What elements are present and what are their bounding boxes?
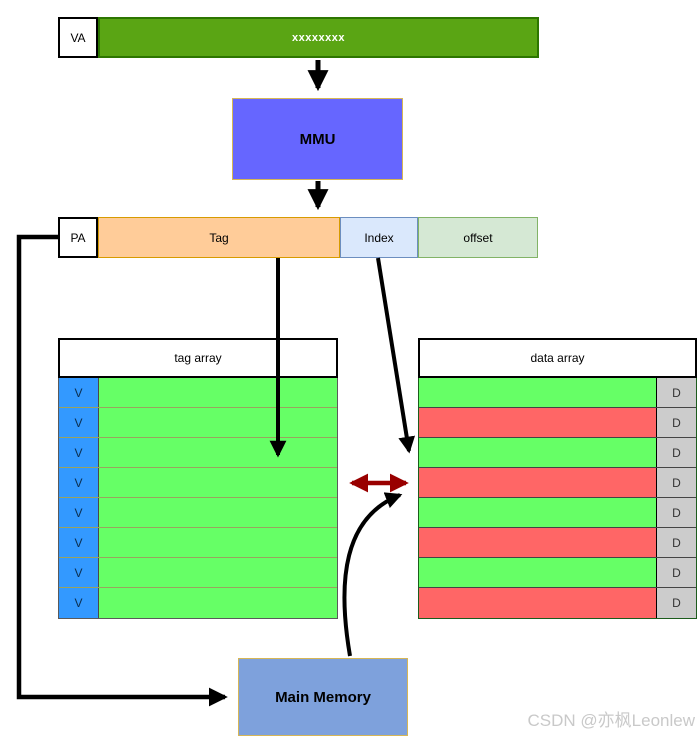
data-entry-cell: [419, 498, 656, 527]
dirty-bit-cell: D: [656, 468, 696, 497]
dirty-bit-cell: D: [656, 558, 696, 587]
tag-entry-cell: [99, 558, 337, 587]
valid-bit-cell: V: [59, 438, 99, 467]
valid-bit-cell: V: [59, 588, 99, 618]
main-memory-box: Main Memory: [238, 658, 408, 736]
dirty-bit-cell: D: [656, 528, 696, 557]
pa-label: PA: [70, 230, 86, 245]
valid-bit-cell: V: [59, 528, 99, 557]
dirty-bit-cell: D: [656, 588, 696, 618]
tag-array-row: V: [59, 558, 337, 588]
pa-offset-field: offset: [418, 217, 538, 258]
dirty-bit-cell: D: [656, 408, 696, 437]
tag-array-row: V: [59, 498, 337, 528]
pa-index-field: Index: [340, 217, 418, 258]
dirty-bit-cell: D: [656, 378, 696, 407]
tag-entry-cell: [99, 438, 337, 467]
data-array-row: D: [419, 438, 696, 468]
tag-array-row: V: [59, 588, 337, 618]
data-entry-cell: [419, 528, 656, 557]
data-array-row: D: [419, 498, 696, 528]
tag-entry-cell: [99, 498, 337, 527]
virtual-address-bar: xxxxxxxx: [98, 17, 539, 58]
data-array-row: D: [419, 408, 696, 438]
tag-entry-cell: [99, 408, 337, 437]
tag-array-row: V: [59, 408, 337, 438]
tag-entry-cell: [99, 528, 337, 557]
mmu-box: MMU: [232, 98, 403, 180]
valid-bit-cell: V: [59, 498, 99, 527]
data-array-row: D: [419, 528, 696, 558]
watermark-text: CSDN @亦枫Leonlew: [527, 711, 695, 730]
mmu-label: MMU: [299, 130, 336, 148]
offset-field-label: offset: [463, 230, 493, 245]
dirty-bit-cell: D: [656, 438, 696, 467]
tag-array-row: V: [59, 528, 337, 558]
va-label-box: VA: [58, 17, 98, 58]
tag-array-row: V: [59, 468, 337, 498]
tag-array-header: tag array: [58, 338, 338, 378]
tag-field-label: Tag: [209, 230, 229, 245]
data-entry-cell: [419, 588, 656, 618]
valid-bit-cell: V: [59, 378, 99, 407]
main-memory-to-data-array-arrow: [342, 492, 403, 657]
data-entry-cell: [419, 558, 656, 587]
data-entry-cell: [419, 408, 656, 437]
data-array-row: D: [419, 558, 696, 588]
data-array-row: D: [419, 588, 696, 618]
valid-bit-cell: V: [59, 558, 99, 587]
index-to-data-array-arrow: [376, 257, 416, 454]
tag-entry-cell: [99, 588, 337, 618]
pa-label-box: PA: [58, 217, 98, 258]
data-array-row: D: [419, 378, 696, 408]
data-array-title: data array: [530, 351, 585, 365]
main-memory-label: Main Memory: [275, 688, 371, 706]
va-bar-text: xxxxxxxx: [292, 31, 345, 44]
tag-entry-cell: [99, 468, 337, 497]
index-field-label: Index: [364, 230, 394, 245]
va-label: VA: [70, 30, 86, 45]
data-entry-cell: [419, 438, 656, 467]
tag-array-title: tag array: [174, 351, 222, 365]
pa-tag-field: Tag: [98, 217, 340, 258]
data-entry-cell: [419, 468, 656, 497]
valid-bit-cell: V: [59, 468, 99, 497]
tag-entry-cell: [99, 378, 337, 407]
dirty-bit-cell: D: [656, 498, 696, 527]
tag-array-row: V: [59, 438, 337, 468]
data-array-header: data array: [418, 338, 697, 378]
data-array-row: D: [419, 468, 696, 498]
tag-array-row: V: [59, 378, 337, 408]
data-entry-cell: [419, 378, 656, 407]
valid-bit-cell: V: [59, 408, 99, 437]
